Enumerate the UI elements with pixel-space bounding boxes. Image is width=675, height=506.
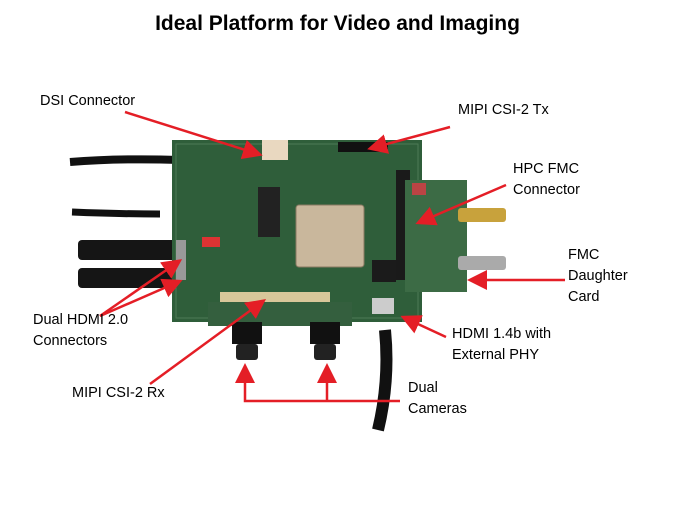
label-line: Dual (408, 380, 438, 396)
label-line: Connector (513, 182, 580, 198)
label-dual-cameras: Dual Cameras (408, 378, 467, 420)
label-line: External PHY (452, 347, 540, 363)
label-line: HDMI 1.4b with (452, 326, 552, 342)
fmc-card (405, 180, 506, 292)
callout-arrows (99, 110, 565, 403)
label-hpc-fmc: HPC FMC Connector (513, 159, 580, 201)
label-mipi-csi2-rx: MIPI CSI-2 Rx (72, 385, 165, 401)
label-line: HPC FMC (513, 161, 580, 177)
label-dsi-connector: DSI Connector (40, 93, 136, 109)
label-line: Card (568, 289, 600, 305)
label-dual-hdmi-20: Dual HDMI 2.0 Connectors (33, 310, 128, 352)
slide-title: Ideal Platform for Video and Imaging (155, 12, 520, 35)
cables (69, 155, 393, 432)
cameras (232, 322, 340, 360)
pcb-board (172, 140, 422, 326)
label-line: Cameras (408, 401, 467, 417)
label-mipi-csi2-tx: MIPI CSI-2 Tx (458, 102, 549, 118)
label-hdmi-14b: HDMI 1.4b with External PHY (452, 324, 551, 366)
label-line: Daughter (568, 268, 628, 284)
label-line: FMC (568, 247, 600, 263)
label-line: Connectors (33, 333, 108, 349)
label-fmc-daughter-card: FMC Daughter Card (568, 245, 628, 308)
label-line: Dual HDMI 2.0 (33, 312, 129, 328)
